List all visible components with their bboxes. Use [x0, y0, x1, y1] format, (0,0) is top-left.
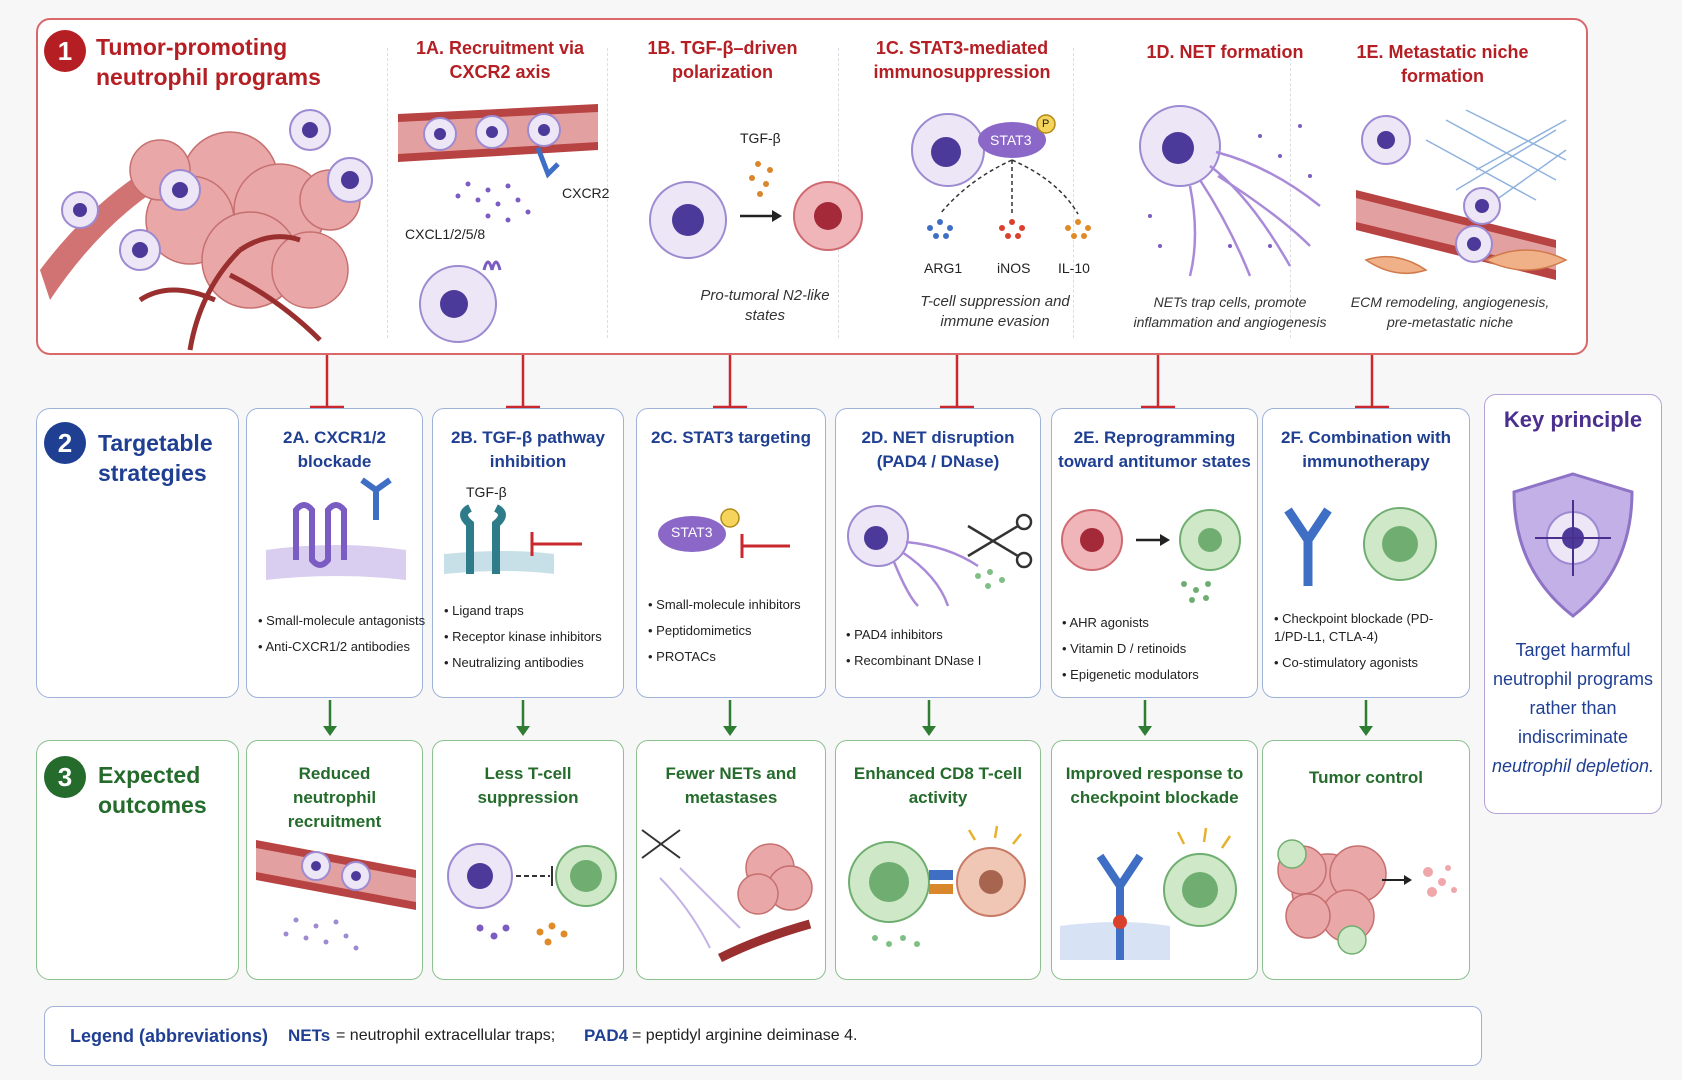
section-1-title: Tumor-promoting neutrophil programs [96, 34, 321, 90]
receptor-antibody-illustration [266, 477, 406, 580]
bullet-item: Small-molecule antagonists [258, 608, 425, 634]
stat3-illustration [911, 113, 1091, 239]
strategy-2f-title: 2F. Combination with immunotherapy [1281, 428, 1451, 471]
key-principle-text-italic: neutrophil depletion. [1491, 756, 1655, 776]
bullet-item: Checkpoint blockade (PD-1/PD-L1, CTLA-4) [1274, 610, 1466, 646]
strategy-2a-list: Small-molecule antagonists Anti-CXCR1/2 … [258, 608, 425, 660]
label-stat3-2c: STAT3 [671, 524, 713, 540]
bullet-item: PAD4 inhibitors [846, 622, 981, 648]
label-arg1: ARG1 [924, 260, 963, 276]
bullet-item: Anti-CXCR1/2 antibodies [258, 634, 425, 660]
bullet-item: Ligand traps [444, 598, 602, 624]
strategy-2a-title: 2A. CXCR1/2 blockade [283, 428, 386, 471]
bullet-item: Peptidomimetics [648, 618, 801, 644]
label-il10: IL-10 [1058, 260, 1090, 276]
section-2-title: Targetable strategies [98, 430, 213, 486]
outcome-5-title: Improved response to checkpoint blockade [1065, 764, 1244, 807]
label-tgfb-2b: TGF-β [466, 484, 507, 500]
polarization-illustration [649, 161, 863, 259]
col-1e-title: 1E. Metastatic niche formation [1356, 42, 1529, 86]
outcome-1-title: Reduced neutrophil recruitment [287, 764, 382, 831]
metastatic-niche-illustration [1356, 109, 1568, 280]
outcome-3-title: Fewer NETs and metastases [665, 764, 797, 807]
outcome-3-illustration [641, 829, 813, 963]
legend-abbr-nets: NETs [288, 1026, 331, 1045]
caption-1c: T-cell suppression and immune evasion [920, 293, 1070, 330]
col-1c-title: 1C. STAT3-mediated immunosuppression [873, 38, 1051, 82]
caption-1e: ECM remodeling, angiogenesis, pre-metast… [1350, 294, 1550, 330]
bullet-item: Neutralizing antibodies [444, 650, 602, 676]
col-1b-title: 1B. TGF-β–driven polarization [647, 38, 798, 82]
inhibition-connectors [310, 355, 1389, 409]
recruitment-illustration [398, 104, 598, 343]
outcome-2-illustration [447, 843, 617, 946]
label-stat3: STAT3 [990, 132, 1032, 148]
label-cxcr2: CXCR2 [562, 185, 610, 201]
key-principle-title: Key principle [1503, 407, 1643, 432]
outcome-box-3 [636, 740, 826, 980]
section-1-number: 1 [44, 30, 86, 72]
outcome-5-illustration [1060, 827, 1237, 960]
bullet-item: Small-molecule inhibitors [648, 592, 801, 618]
caption-1b: Pro-tumoral N2-like states [700, 287, 830, 324]
strategy-2c-list: Small-molecule inhibitors Peptidomimetic… [648, 592, 801, 670]
legend-title: Legend (abbreviations) [70, 1026, 269, 1046]
immunotherapy-illustration [1284, 507, 1437, 586]
stat3-inhibition-illustration [658, 508, 790, 558]
outcome-2-title: Less T-cell suppression [477, 764, 579, 807]
bullet-item: Recombinant DNase I [846, 648, 981, 674]
section-3-title: Expected outcomes [98, 762, 207, 818]
legend-panel [44, 1006, 1482, 1066]
label-tgfb: TGF-β [740, 130, 781, 146]
net-disruption-illustration [847, 505, 1033, 607]
bullet-item: Co-stimulatory agonists [1274, 654, 1466, 672]
divider [387, 48, 388, 338]
bullet-item: Epigenetic modulators [1062, 662, 1199, 688]
tgfb-receptor-illustration [444, 504, 582, 574]
shield-icon [1512, 472, 1634, 618]
section-2-number: 2 [44, 422, 86, 464]
divider [1073, 48, 1074, 338]
divider [1290, 48, 1291, 338]
bullet-item: PROTACs [648, 644, 801, 670]
col-1a-title: 1A. Recruitment via CXCR2 axis [415, 38, 585, 82]
outcome-6-illustration [1277, 839, 1457, 955]
bullet-item: Vitamin D / retinoids [1062, 636, 1199, 662]
strategy-2d-list: PAD4 inhibitors Recombinant DNase I [846, 622, 981, 674]
outcome-1-illustration [256, 840, 416, 951]
label-inos: iNOS [997, 260, 1031, 276]
strategy-2e-list: AHR agonists Vitamin D / retinoids Epige… [1062, 610, 1199, 688]
outcome-4-title: Enhanced CD8 T-cell activity [853, 764, 1023, 807]
outcome-6-title: Tumor control [1309, 768, 1423, 787]
strategy-2d-title: 2D. NET disruption (PAD4 / DNase) [861, 428, 1015, 471]
legend-def-pad4: = peptidyl arginine deiminase 4. [632, 1027, 858, 1044]
net-illustration [1139, 105, 1321, 277]
strategy-2e-title: 2E. Reprogramming toward antitumor state… [1058, 428, 1251, 471]
strategy-2b-title: 2B. TGF-β pathway inhibition [451, 428, 605, 471]
section-3-number: 3 [44, 756, 86, 798]
caption-1d: NETs trap cells, promote inflammation an… [1133, 294, 1327, 330]
bullet-item: Receptor kinase inhibitors [444, 624, 602, 650]
outcome-4-illustration [848, 825, 1026, 947]
legend-abbr-pad4: PAD4 [584, 1026, 629, 1045]
key-principle-text: Target harmful neutrophil programs rathe… [1490, 636, 1656, 781]
strategy-2c-title: 2C. STAT3 targeting [651, 428, 811, 447]
tumor-illustration [40, 109, 373, 351]
label-cxcl: CXCL1/2/5/8 [405, 226, 486, 242]
strategy-2f-list: Checkpoint blockade (PD-1/PD-L1, CTLA-4)… [1274, 610, 1466, 672]
strategy-2b-list: Ligand traps Receptor kinase inhibitors … [444, 598, 602, 676]
label-p: P [1042, 118, 1050, 130]
divider [607, 48, 608, 338]
outcome-arrows [323, 700, 1373, 736]
key-principle-text-main: Target harmful neutrophil programs rathe… [1492, 640, 1654, 747]
col-1d-title: 1D. NET formation [1146, 42, 1304, 62]
bullet-item: AHR agonists [1062, 610, 1199, 636]
reprogramming-illustration [1061, 509, 1241, 603]
legend-def-nets: = neutrophil extracellular traps; [336, 1027, 556, 1044]
